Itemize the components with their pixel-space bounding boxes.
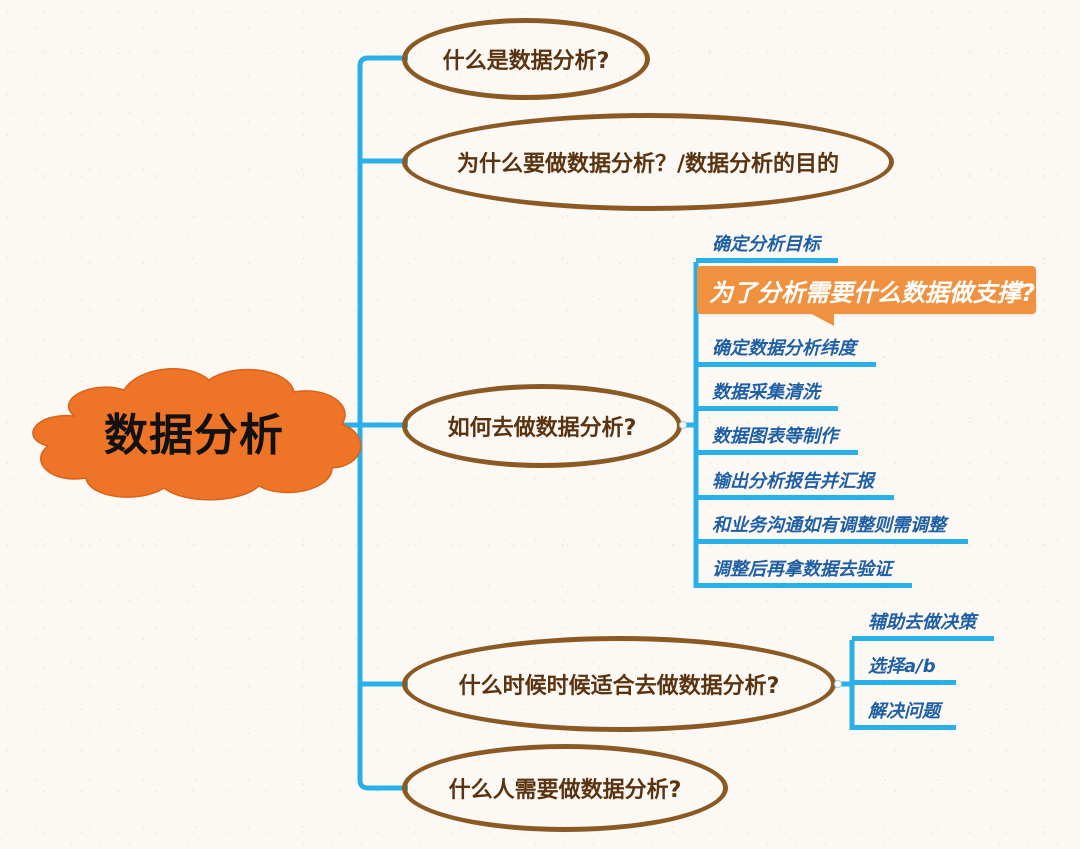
subtopic-underline [852, 725, 956, 730]
subtopic-item[interactable]: 解决问题 [868, 701, 940, 722]
collapse-toggle-icon[interactable] [679, 421, 687, 429]
subtopic-item[interactable]: 确定数据分析纬度 [712, 338, 856, 359]
subtopic-item[interactable]: 辅助去做决策 [868, 612, 976, 633]
subtopic-underline [696, 583, 912, 588]
subtopic-underline [696, 450, 858, 455]
subtopic-item[interactable]: 数据采集清洗 [712, 382, 820, 403]
subtopic-underline [696, 539, 968, 544]
central-topic[interactable]: 数据分析 [14, 358, 374, 503]
subtopic-item[interactable]: 调整后再拿数据去验证 [712, 559, 892, 580]
topic-label: 什么时候时候适合去做数据分析? [458, 674, 780, 699]
topic-who-needs-data-analysis[interactable]: 什么人需要做数据分析? [402, 744, 728, 832]
topic-label: 为什么要做数据分析？/数据分析的目的 [456, 152, 840, 177]
subtopic-item[interactable]: 输出分析报告并汇报 [712, 471, 874, 492]
collapse-toggle-icon[interactable] [834, 680, 842, 688]
central-topic-label: 数据分析 [104, 409, 284, 461]
topic-how-to-do-data-analysis[interactable]: 如何去做数据分析? [402, 384, 682, 468]
subtopic-item[interactable]: 和业务沟通如有调整则需调整 [712, 515, 946, 536]
subtopic-item[interactable]: 数据图表等制作 [712, 426, 838, 447]
topic-label: 什么人需要做数据分析? [448, 778, 682, 803]
callout-tail-icon [808, 312, 834, 326]
topic-why-data-analysis[interactable]: 为什么要做数据分析？/数据分析的目的 [402, 113, 894, 211]
subtopic-underline [696, 406, 838, 411]
callout-label: 为了分析需要什么数据做支撑? [709, 278, 1035, 307]
subtopic-underline [852, 636, 994, 641]
callout-note[interactable]: 为了分析需要什么数据做支撑? [697, 266, 1036, 314]
topic-label: 如何去做数据分析? [447, 416, 637, 441]
subtopic-underline [696, 362, 876, 367]
subtopic-item[interactable]: 选择a/b [868, 656, 936, 677]
cloud-shape-icon [32, 368, 362, 501]
subtopic-item[interactable]: 确定分析目标 [712, 234, 820, 255]
topic-what-is-data-analysis[interactable]: 什么是数据分析? [402, 18, 650, 100]
subtopic-underline [696, 495, 894, 500]
subtopic-underline [696, 258, 838, 263]
subtopic-underline [852, 680, 956, 685]
topic-label: 什么是数据分析? [442, 49, 610, 74]
topic-when-to-do-data-analysis[interactable]: 什么时候时候适合去做数据分析? [402, 636, 836, 732]
